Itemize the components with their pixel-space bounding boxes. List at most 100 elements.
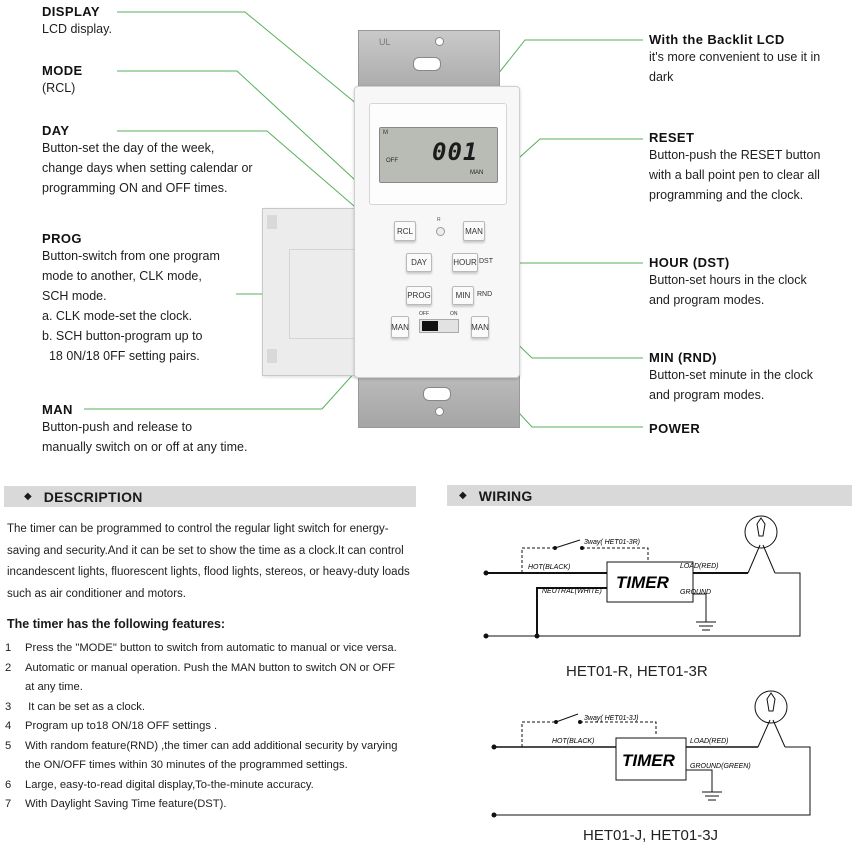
load-label: LOAD(RED) [690, 738, 729, 745]
power-switch[interactable] [422, 321, 438, 331]
reset-label: R [437, 217, 441, 223]
callout-display-title: DISPLAY [42, 4, 100, 19]
callout-backlit-line: it's more convenient to use it in [649, 50, 821, 64]
power-switch-track [419, 319, 459, 333]
description-header: ◆ DESCRIPTION [4, 486, 416, 507]
screw-hole [435, 37, 444, 46]
hour-button[interactable]: HOUR [452, 253, 478, 272]
callout-man-line: manually switch on or off at any time. [42, 440, 248, 454]
day-button[interactable]: DAY [406, 253, 432, 272]
min-button[interactable]: MIN [452, 286, 474, 305]
description-line: saving and security.And it can be set to… [7, 544, 404, 557]
callout-reset: RESET Button-push the RESET button with … [649, 130, 820, 205]
callout-prog-line: a. CLK mode-set the clock. [42, 309, 193, 323]
description-line: incandescent lights, fluorescent lights,… [7, 566, 410, 578]
man-right-button[interactable]: MAN [471, 316, 489, 338]
callout-day: DAY Button-set the day of the week, chan… [42, 123, 253, 198]
callout-man: MAN Button-push and release to manually … [42, 402, 247, 457]
callout-min-title: MIN (RND) [649, 350, 717, 365]
feature-item: 3 It can be set as a clock. [5, 700, 146, 713]
wiring-title: WIRING [478, 487, 533, 504]
callout-reset-line: with a ball point pen to clear all [649, 168, 820, 182]
wiring-diagram-1: 3way( HET01-3R) HOT(BLACK) LOAD(RED) TIM… [483, 515, 801, 639]
man-left-button[interactable]: MAN [391, 316, 409, 338]
callout-prog-title: PROG [42, 231, 82, 246]
callout-mode: MODE (RCL) [42, 63, 83, 98]
callout-display: DISPLAY LCD display. [42, 4, 112, 39]
hot-label: HOT(BLACK) [552, 738, 594, 745]
callout-mode-title: MODE [42, 63, 83, 78]
cover-door-panel [289, 249, 357, 339]
description-line: The timer can be programmed to control t… [7, 523, 389, 535]
man-top-button[interactable]: MAN [463, 221, 485, 241]
cover-door-hinge [267, 349, 277, 363]
callout-prog-line: Button-switch from one program [42, 249, 220, 263]
ground-label: GROUND(GREEN) [690, 763, 751, 770]
feature-item-continuation: at any time. [25, 681, 83, 693]
callout-hour-line: Button-set hours in the clock [649, 273, 807, 287]
callout-reset-line: programming and the clock. [649, 188, 804, 202]
hot-label: HOT(BLACK) [528, 564, 570, 571]
lcd-man-indicator: MAN [470, 170, 484, 176]
callout-hour: HOUR (DST) Button-set hours in the clock… [649, 255, 807, 310]
prog-button[interactable]: PROG [406, 286, 432, 305]
timer-label: TIMER [622, 751, 676, 770]
diamond-bullet-icon: ◆ [24, 491, 32, 502]
callout-backlit-title: With the Backlit LCD [649, 32, 785, 47]
wiring-header: ◆ WIRING [447, 485, 852, 506]
callout-backlit-line: dark [649, 70, 674, 84]
callout-man-line: Button-push and release to [42, 420, 193, 434]
callout-power-title: POWER [649, 421, 701, 436]
features-title: The timer has the following features: [7, 617, 226, 631]
wiring-caption-2: HET01-J, HET01-3J [583, 827, 719, 844]
callout-day-line: Button-set the day of the week, [42, 141, 215, 155]
mounting-slot [413, 57, 441, 71]
load-label: LOAD(RED) [680, 563, 719, 570]
reset-button[interactable] [436, 227, 445, 236]
lcd-off-indicator: OFF [386, 158, 398, 164]
callout-min-line: Button-set minute in the clock [649, 368, 813, 382]
threeway-label: 3way( HET01-3R) [584, 539, 640, 546]
timer-device-illustration: UL M OFF 001 MAN RCL R MAN DAY HOUR DST … [262, 30, 524, 430]
callout-day-title: DAY [42, 123, 70, 138]
lcd-digits: 001 [432, 138, 479, 166]
ground-label: GROUND [680, 589, 711, 596]
off-label: OFF [419, 311, 429, 317]
feature-item-continuation: the ON/OFF times within 30 minutes of th… [25, 759, 348, 771]
timer-label: TIMER [616, 573, 670, 592]
wiring-caption-1: HET01-R, HET01-3R [566, 663, 708, 680]
lcd-mode-indicator: M [383, 130, 388, 136]
lcd-screen: M OFF 001 MAN [379, 127, 498, 183]
mounting-slot [423, 387, 451, 401]
mounting-strap-bottom [358, 370, 520, 428]
callout-hour-line: and program modes. [649, 293, 765, 307]
callout-prog-line: 18 0N/18 0FF setting pairs. [42, 349, 200, 363]
callout-backlit: With the Backlit LCD it's more convenien… [649, 32, 820, 87]
callout-prog-line: SCH mode. [42, 289, 107, 303]
description-text: The timer can be programmed to control t… [7, 519, 417, 605]
description-line: such as air conditioner and motors. [7, 587, 186, 600]
callout-mode-text: (RCL) [42, 81, 76, 95]
screw-hole [435, 407, 444, 416]
cover-door-hinge [267, 215, 277, 229]
callout-min-line: and program modes. [649, 388, 765, 402]
callout-min: MIN (RND) Button-set minute in the clock… [649, 350, 813, 405]
callout-power: POWER [649, 421, 700, 436]
callout-hour-title: HOUR (DST) [649, 255, 730, 270]
mounting-strap-top: UL [358, 30, 500, 90]
diamond-bullet-icon: ◆ [459, 490, 467, 501]
rcl-button[interactable]: RCL [394, 221, 416, 241]
callout-prog-line: b. SCH button-program up to [42, 329, 203, 343]
callout-reset-title: RESET [649, 130, 695, 145]
threeway-label: 3way( HET01-3J) [584, 715, 638, 722]
callout-reset-line: Button-push the RESET button [649, 148, 821, 162]
description-title: DESCRIPTION [43, 488, 143, 505]
neutral-label: NEUTRAL(WHITE) [542, 588, 602, 595]
